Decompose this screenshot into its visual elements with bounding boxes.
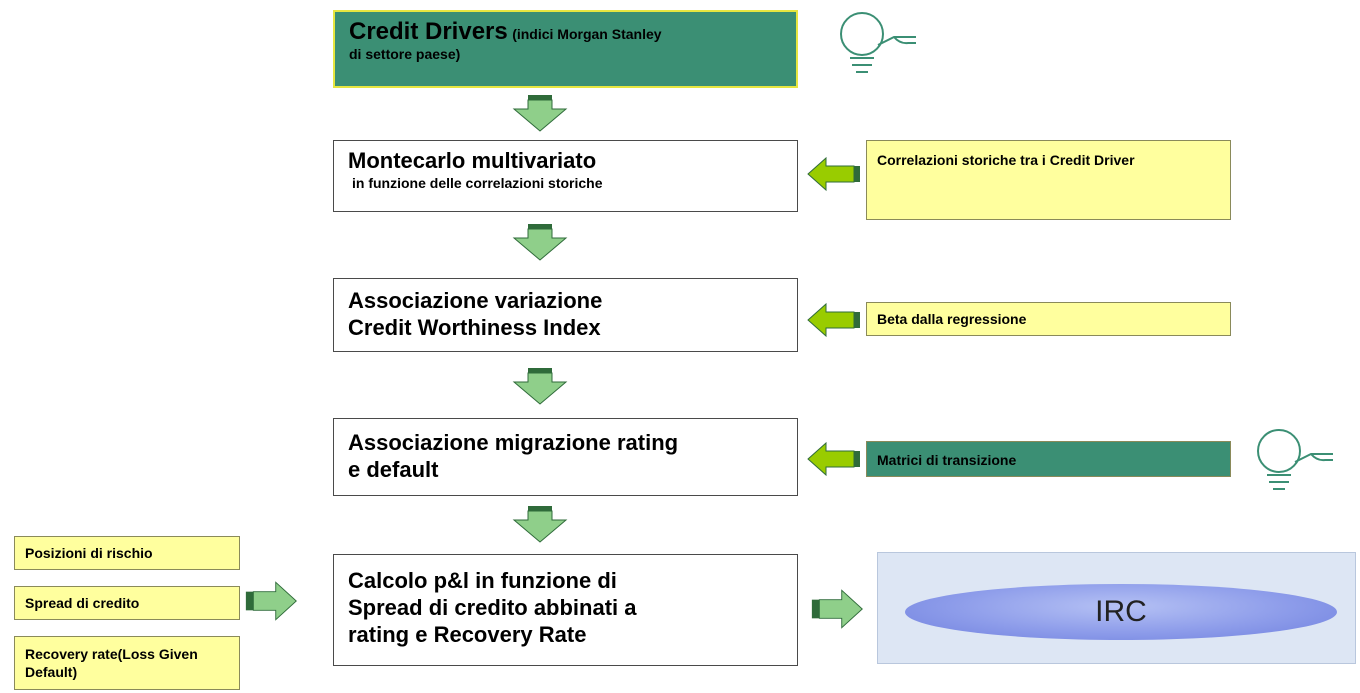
right-arrow-icon — [811, 589, 863, 629]
down-arrow-icon — [512, 95, 568, 132]
left-arrow-icon — [807, 156, 860, 192]
down-arrow-icon — [512, 368, 568, 405]
input-recovery-rate-label: Recovery rate(Loss Given Default) — [25, 646, 198, 680]
header-title: Credit Drivers — [349, 18, 508, 45]
left-arrow-icon — [807, 302, 860, 338]
down-arrow-icon — [512, 506, 568, 543]
header-subtitle-line1: (indici Morgan Stanley — [512, 26, 662, 42]
credit-drivers-header: Credit Drivers (indici Morgan Stanley di… — [333, 10, 798, 88]
down-arrow-icon — [512, 224, 568, 261]
lightbulb-icon — [840, 12, 916, 73]
left-arrow-icon — [807, 441, 860, 477]
step-migration-title: Associazione migrazione rating e default — [348, 430, 679, 482]
step-creditworthiness-title: Associazione variazione Credit Worthines… — [348, 288, 603, 340]
input-credit-spread: Spread di credito — [14, 586, 240, 620]
right-arrow-icon — [245, 581, 297, 621]
step-montecarlo: Montecarlo multivariato in funzione dell… — [333, 140, 798, 212]
step-migration: Associazione migrazione rating e default — [333, 418, 798, 496]
note-historical-correlations-label: Correlazioni storiche tra i Credit Drive… — [877, 152, 1135, 168]
irc-label: IRC — [1095, 595, 1147, 628]
input-risk-positions: Posizioni di rischio — [14, 536, 240, 570]
header-subtitle-line2: di settore paese) — [349, 46, 461, 62]
step-montecarlo-title: Montecarlo multivariato — [348, 148, 597, 173]
step-pnl-calc: Calcolo p&l in funzione di Spread di cre… — [333, 554, 798, 666]
note-beta-regression: Beta dalla regressione — [866, 302, 1231, 336]
irc-output-ellipse: IRC — [905, 584, 1337, 640]
input-recovery-rate: Recovery rate(Loss Given Default) — [14, 636, 240, 690]
note-transition-matrices-label: Matrici di transizione — [877, 452, 1017, 468]
step-creditworthiness: Associazione variazione Credit Worthines… — [333, 278, 798, 352]
step-pnl-calc-title: Calcolo p&l in funzione di Spread di cre… — [348, 568, 637, 647]
note-transition-matrices: Matrici di transizione — [866, 441, 1231, 477]
input-credit-spread-label: Spread di credito — [25, 595, 140, 611]
input-risk-positions-label: Posizioni di rischio — [25, 545, 153, 561]
note-historical-correlations: Correlazioni storiche tra i Credit Drive… — [866, 140, 1231, 220]
note-beta-regression-label: Beta dalla regressione — [877, 311, 1027, 327]
step-montecarlo-subtitle: in funzione delle correlazioni storiche — [352, 175, 603, 191]
lightbulb-icon — [1257, 429, 1333, 490]
